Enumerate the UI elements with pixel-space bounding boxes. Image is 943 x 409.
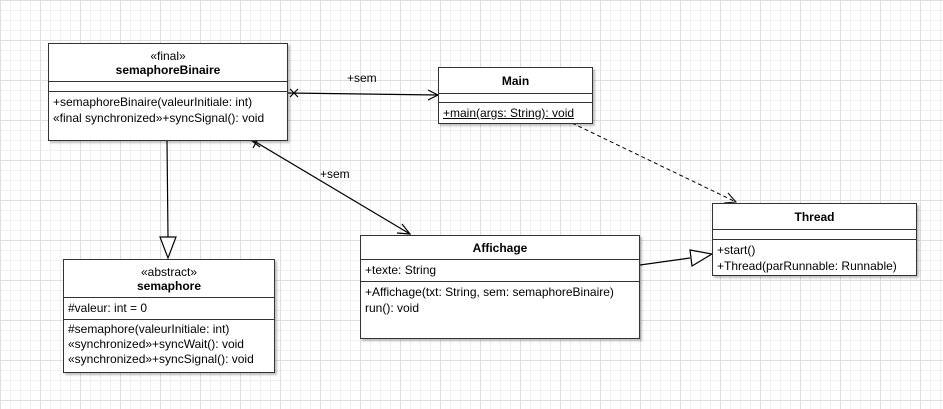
class-main[interactable]: Main +main(args: String): void (438, 67, 593, 124)
class-header: Main (439, 68, 592, 94)
class-attributes: +texte: String (361, 260, 639, 282)
class-operations: +semaphoreBinaire(valeurInitiale: int) «… (49, 92, 287, 129)
operation: +Affichage(txt: String, sem: semaphoreBi… (365, 285, 614, 299)
association-binaire-affichage[interactable] (250, 138, 412, 235)
class-name: Thread (794, 209, 835, 224)
operation: #semaphore(valeurInitiale: int) (68, 322, 230, 336)
operation: +Thread(parRunnable: Runnable) (717, 259, 897, 273)
dependency-main-thread[interactable] (571, 122, 738, 204)
operation: run(): void (365, 301, 420, 315)
class-attributes (49, 82, 287, 92)
class-name: Main (501, 73, 530, 88)
class-header: «abstract» semaphore (64, 260, 274, 298)
class-name: semaphoreBinaire (115, 62, 221, 77)
attribute: #valeur: int = 0 (68, 301, 148, 315)
class-stereotype: «abstract» (140, 264, 198, 279)
operation: +start() (717, 243, 756, 257)
class-attributes (439, 94, 592, 103)
class-thread[interactable]: Thread +start() +Thread(parRunnable: Run… (712, 203, 917, 276)
class-semaphore-binaire[interactable]: «final» semaphoreBinaire +semaphoreBinai… (48, 43, 288, 141)
class-operations: #semaphore(valeurInitiale: int) «synchro… (64, 320, 274, 370)
class-operations: +start() +Thread(parRunnable: Runnable) (713, 240, 916, 277)
class-name: semaphore (136, 278, 202, 293)
class-attributes: #valeur: int = 0 (64, 298, 274, 320)
class-operations: +main(args: String): void (439, 103, 592, 124)
operation: «synchronized»+syncSignal(): void (68, 352, 254, 366)
operation: +main(args: String): void (443, 106, 575, 120)
class-semaphore[interactable]: «abstract» semaphore #valeur: int = 0 #s… (63, 259, 275, 373)
operation: «synchronized»+syncWait(): void (68, 337, 244, 351)
generalization-binaire-semaphore[interactable] (159, 140, 177, 260)
class-attributes (713, 230, 916, 240)
operation: «final synchronized»+syncSignal(): void (53, 111, 265, 125)
label-sem-affichage: +sem (320, 167, 350, 181)
class-operations: +Affichage(txt: String, sem: semaphoreBi… (361, 282, 639, 319)
class-header: Thread (713, 204, 916, 230)
attribute: +texte: String (365, 263, 437, 277)
generalization-affichage-thread[interactable] (639, 249, 714, 267)
class-name: Affichage (472, 240, 528, 255)
label-sem-main: +sem (347, 71, 377, 85)
class-header: «final» semaphoreBinaire (49, 44, 287, 82)
class-affichage[interactable]: Affichage +texte: String +Affichage(txt:… (360, 235, 640, 339)
association-binaire-main[interactable] (287, 88, 440, 101)
operation: +semaphoreBinaire(valeurInitiale: int) (53, 95, 253, 109)
class-header: Affichage (361, 236, 639, 260)
class-stereotype: «final» (150, 48, 186, 63)
